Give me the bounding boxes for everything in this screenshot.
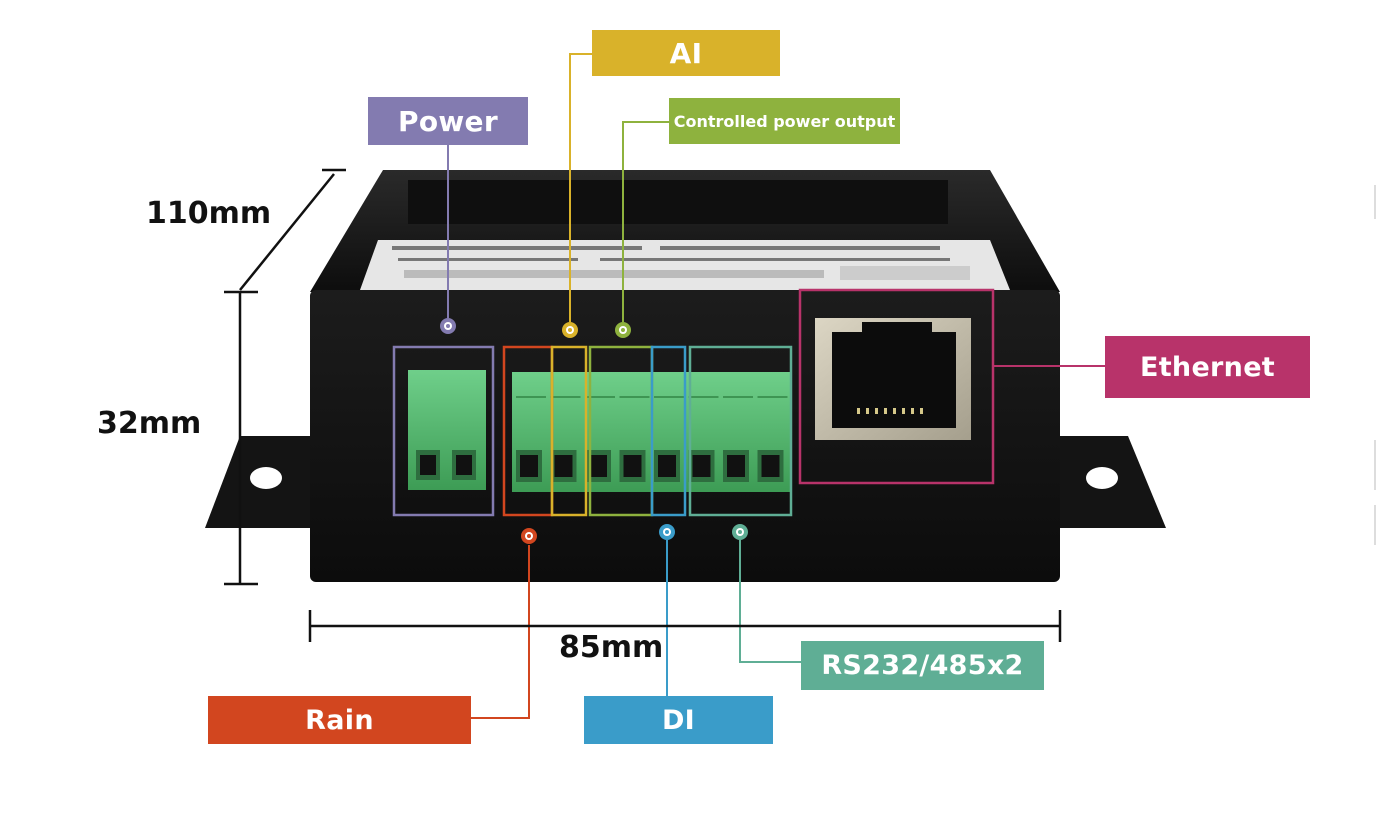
controlled-power-output-label: Controlled power output: [669, 98, 900, 144]
terminal-rib: [688, 396, 719, 398]
terminal-rib: [585, 396, 615, 398]
ai-label: AI: [592, 30, 780, 76]
rs232-dot: [732, 524, 748, 540]
terminal-screw-hole: [658, 455, 676, 477]
di-label: DI: [584, 696, 773, 744]
width-dimension-label: 85mm: [559, 630, 664, 665]
terminal-rib: [550, 396, 581, 398]
ethernet-frame: [798, 288, 995, 485]
terminal-screw-hole: [727, 455, 745, 477]
power-label: Power: [368, 97, 528, 145]
mounting-flange-left: [205, 436, 312, 528]
terminal-rib: [619, 396, 650, 398]
height-dimension-label: 32mm: [97, 406, 202, 441]
terminal-rib: [723, 396, 753, 398]
controlled-power-dot: [615, 322, 631, 338]
sticker-text: [392, 246, 970, 280]
edge-marks: [1374, 185, 1376, 545]
rs232-frame: [688, 345, 793, 517]
depth-dimension-label: 110mm: [146, 196, 272, 231]
ethernet-port: [815, 318, 971, 440]
terminal-screw-hole: [761, 455, 780, 477]
power-terminal-block: [408, 370, 486, 490]
controlled-power-leader: [622, 121, 669, 322]
depth-dimension-line: [239, 168, 346, 291]
di-dot: [659, 524, 675, 540]
rs232-leader: [739, 540, 801, 663]
terminal-screw-hole: [554, 455, 573, 477]
terminal-screw-hole: [520, 455, 538, 477]
rain-label: Rain: [208, 696, 471, 744]
ethernet-label: Ethernet: [1105, 336, 1310, 398]
ai-frame: [550, 345, 588, 517]
terminal-rib: [757, 396, 788, 398]
terminal-screw-hole: [589, 455, 607, 477]
terminal-screw-hole: [692, 455, 711, 477]
ai-dot: [562, 322, 578, 338]
power-dot: [440, 318, 456, 334]
power-frame: [392, 345, 495, 517]
terminal-rib: [516, 396, 546, 398]
top-panel-recess: [408, 180, 948, 224]
rain-leader: [471, 545, 530, 719]
width-dimension-line: [308, 610, 1062, 642]
rain-dot: [521, 528, 537, 544]
ai-leader: [569, 53, 592, 322]
di-frame: [650, 345, 687, 517]
terminal-screw-hole: [623, 455, 642, 477]
mounting-flange-right: [1060, 436, 1166, 528]
rs232-485-label: RS232/485x2: [801, 641, 1044, 690]
terminal-rib: [654, 396, 684, 398]
height-dimension-line: [224, 290, 258, 586]
